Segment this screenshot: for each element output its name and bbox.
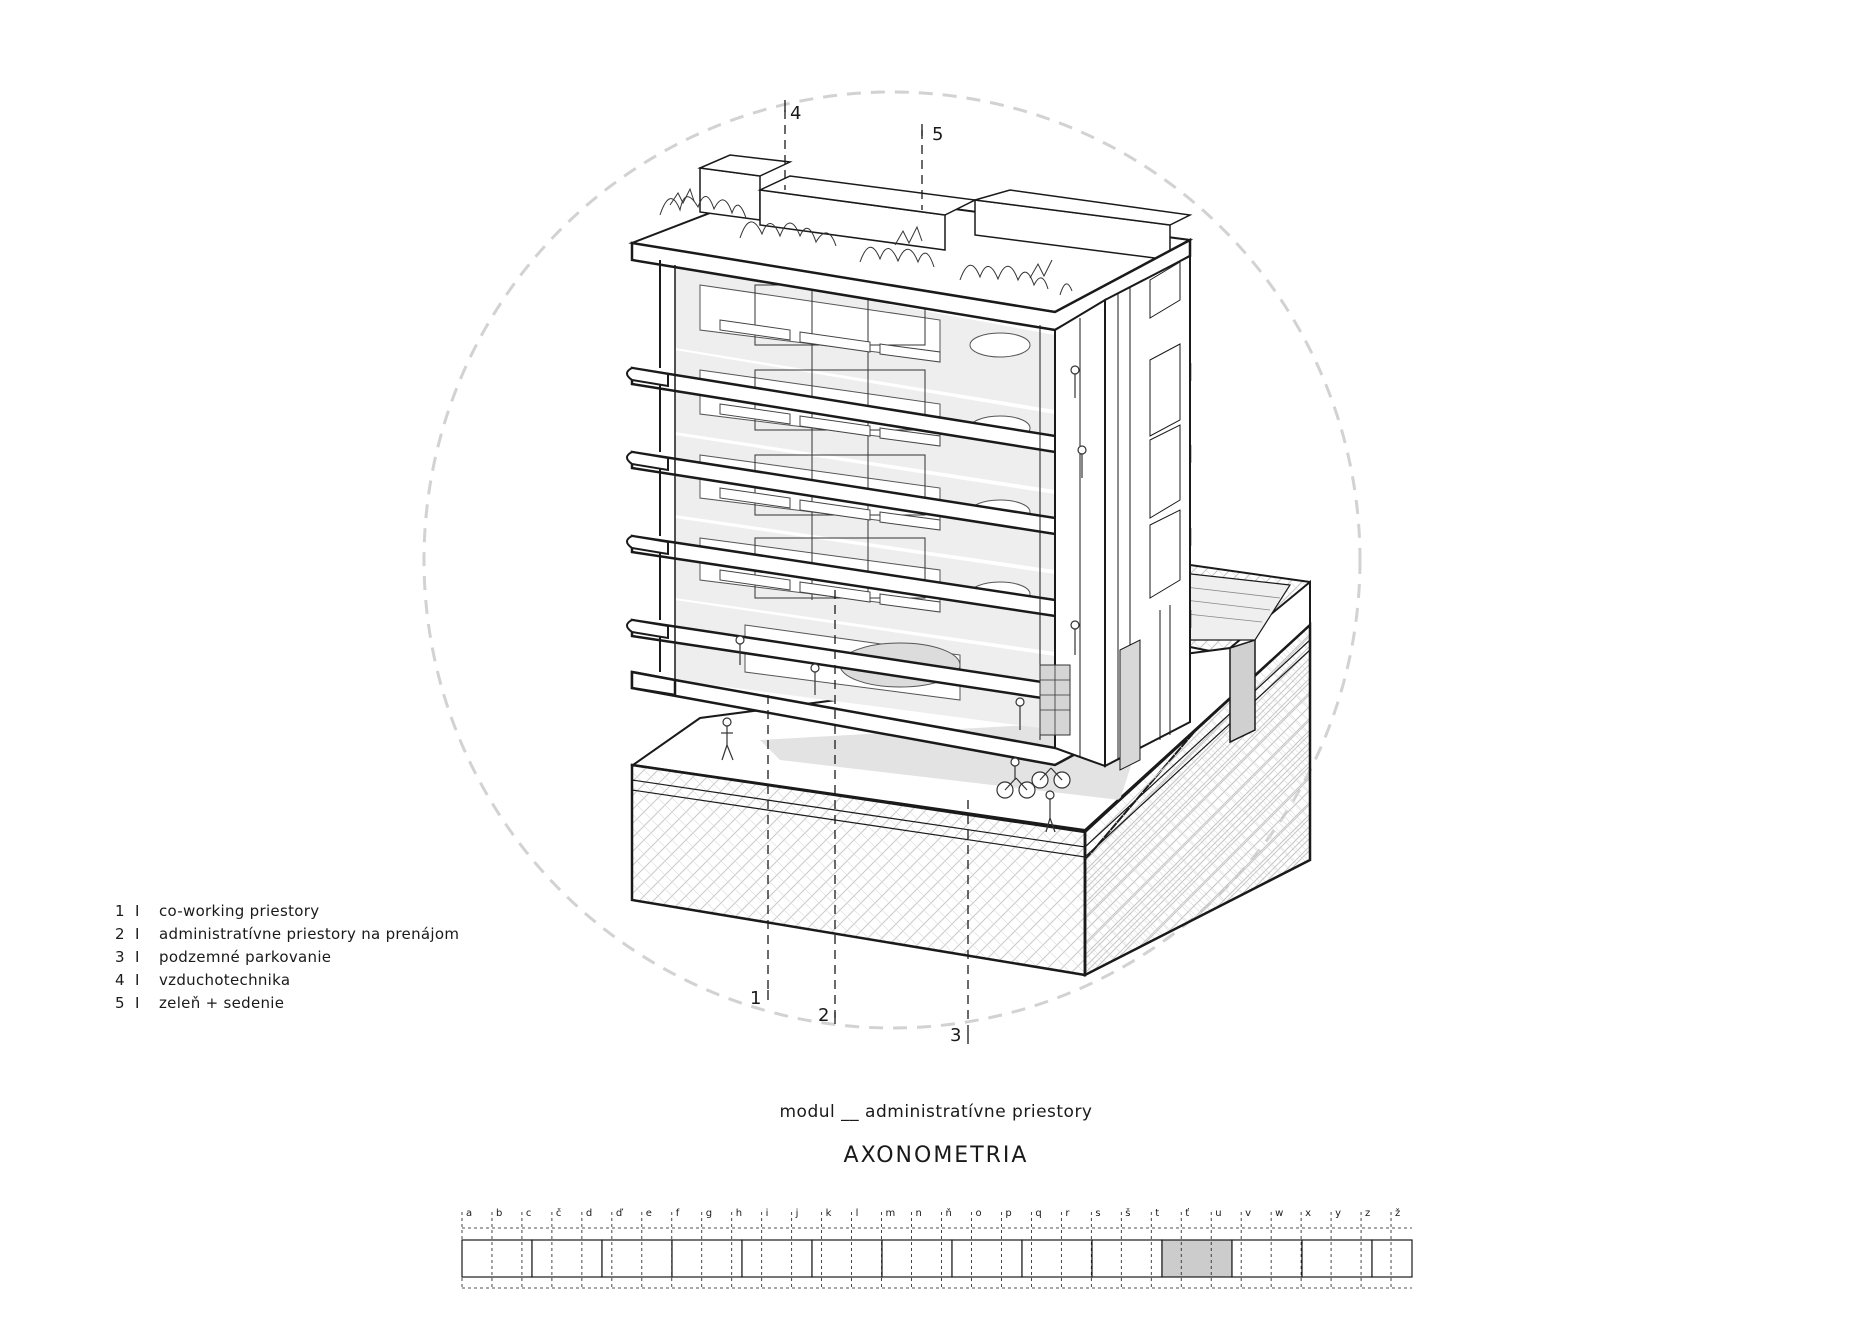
module-cell [531,1239,603,1278]
diagram-subtitle: modul __ administratívne priestory [779,1102,1093,1122]
callout-1: 1 [750,988,762,1009]
module-letter: ň [945,1207,951,1219]
module-letter: i [766,1208,769,1219]
callout-5: 5 [932,124,944,145]
module-letter: h [736,1208,742,1219]
module-letter: č [556,1207,562,1219]
module-letter: ď [616,1208,624,1219]
module-letter: y [1335,1208,1341,1219]
module-letter: j [795,1208,799,1219]
module-letter: ž [1395,1207,1400,1219]
module-cell [1021,1239,1093,1278]
callout-lines [767,110,969,1040]
person-floor-1 [1070,365,1080,398]
module-cell [951,1239,1023,1278]
module-letter: f [676,1208,680,1219]
module-letter: r [1065,1208,1070,1219]
bicycle-1-icon [996,777,1036,799]
module-letter: a [466,1208,472,1219]
module-letter: p [1005,1208,1011,1219]
module-cell [1161,1239,1233,1278]
module-letter: b [496,1208,502,1219]
module-cell [1091,1239,1163,1278]
building [626,154,1194,771]
module-letter: s [1095,1208,1100,1219]
module-letter: t [1155,1208,1159,1219]
module-letter: k [826,1208,832,1219]
callout-2: 2 [818,1005,830,1026]
pedestrian-left [721,717,734,761]
side-facade [1104,254,1191,771]
diagram-title: AXONOMETRIA [843,1143,1029,1168]
module-letter: w [1275,1208,1283,1219]
module-cell [1231,1239,1303,1278]
module-letter: x [1305,1208,1311,1219]
module-letter: c [526,1208,532,1219]
module-letter: ť [1185,1207,1189,1219]
module-letter: š [1125,1207,1130,1219]
module-letter: g [706,1208,712,1219]
module-letter: d [586,1208,592,1219]
module-cell [671,1239,743,1278]
bicycle-2-icon [1031,767,1071,789]
module-letter: q [1035,1208,1041,1219]
module-cell [1301,1239,1373,1278]
person-floor-3 [1070,620,1080,655]
module-letter: u [1215,1208,1221,1219]
module-letter: v [1245,1208,1251,1219]
module-cell [741,1239,813,1278]
module-cell [881,1239,953,1278]
person-ground-2 [810,663,820,695]
module-letter: o [975,1208,981,1219]
callout-3: 3 [950,1025,962,1046]
module-cell [811,1239,883,1278]
callout-4: 4 [790,103,802,124]
module-letter: z [1365,1208,1370,1219]
module-letter: m [886,1208,896,1219]
module-letter: n [916,1208,922,1219]
callout-ticks [767,100,969,1044]
module-cell [1371,1239,1413,1278]
roof-greenery [659,187,1073,296]
roof [628,154,1194,332]
person-floor-2 [1077,445,1087,478]
module-letter: l [856,1208,859,1219]
dashed-circle [422,90,1362,1030]
module-cell [601,1239,673,1278]
balconies [626,366,669,640]
person-ground-1 [735,635,745,665]
person-ground-3 [1015,697,1025,730]
person-bike [1010,757,1020,780]
module-letter: e [646,1208,652,1219]
person-plaza [1045,790,1056,833]
figures [721,365,1087,833]
module-cell [461,1239,533,1278]
